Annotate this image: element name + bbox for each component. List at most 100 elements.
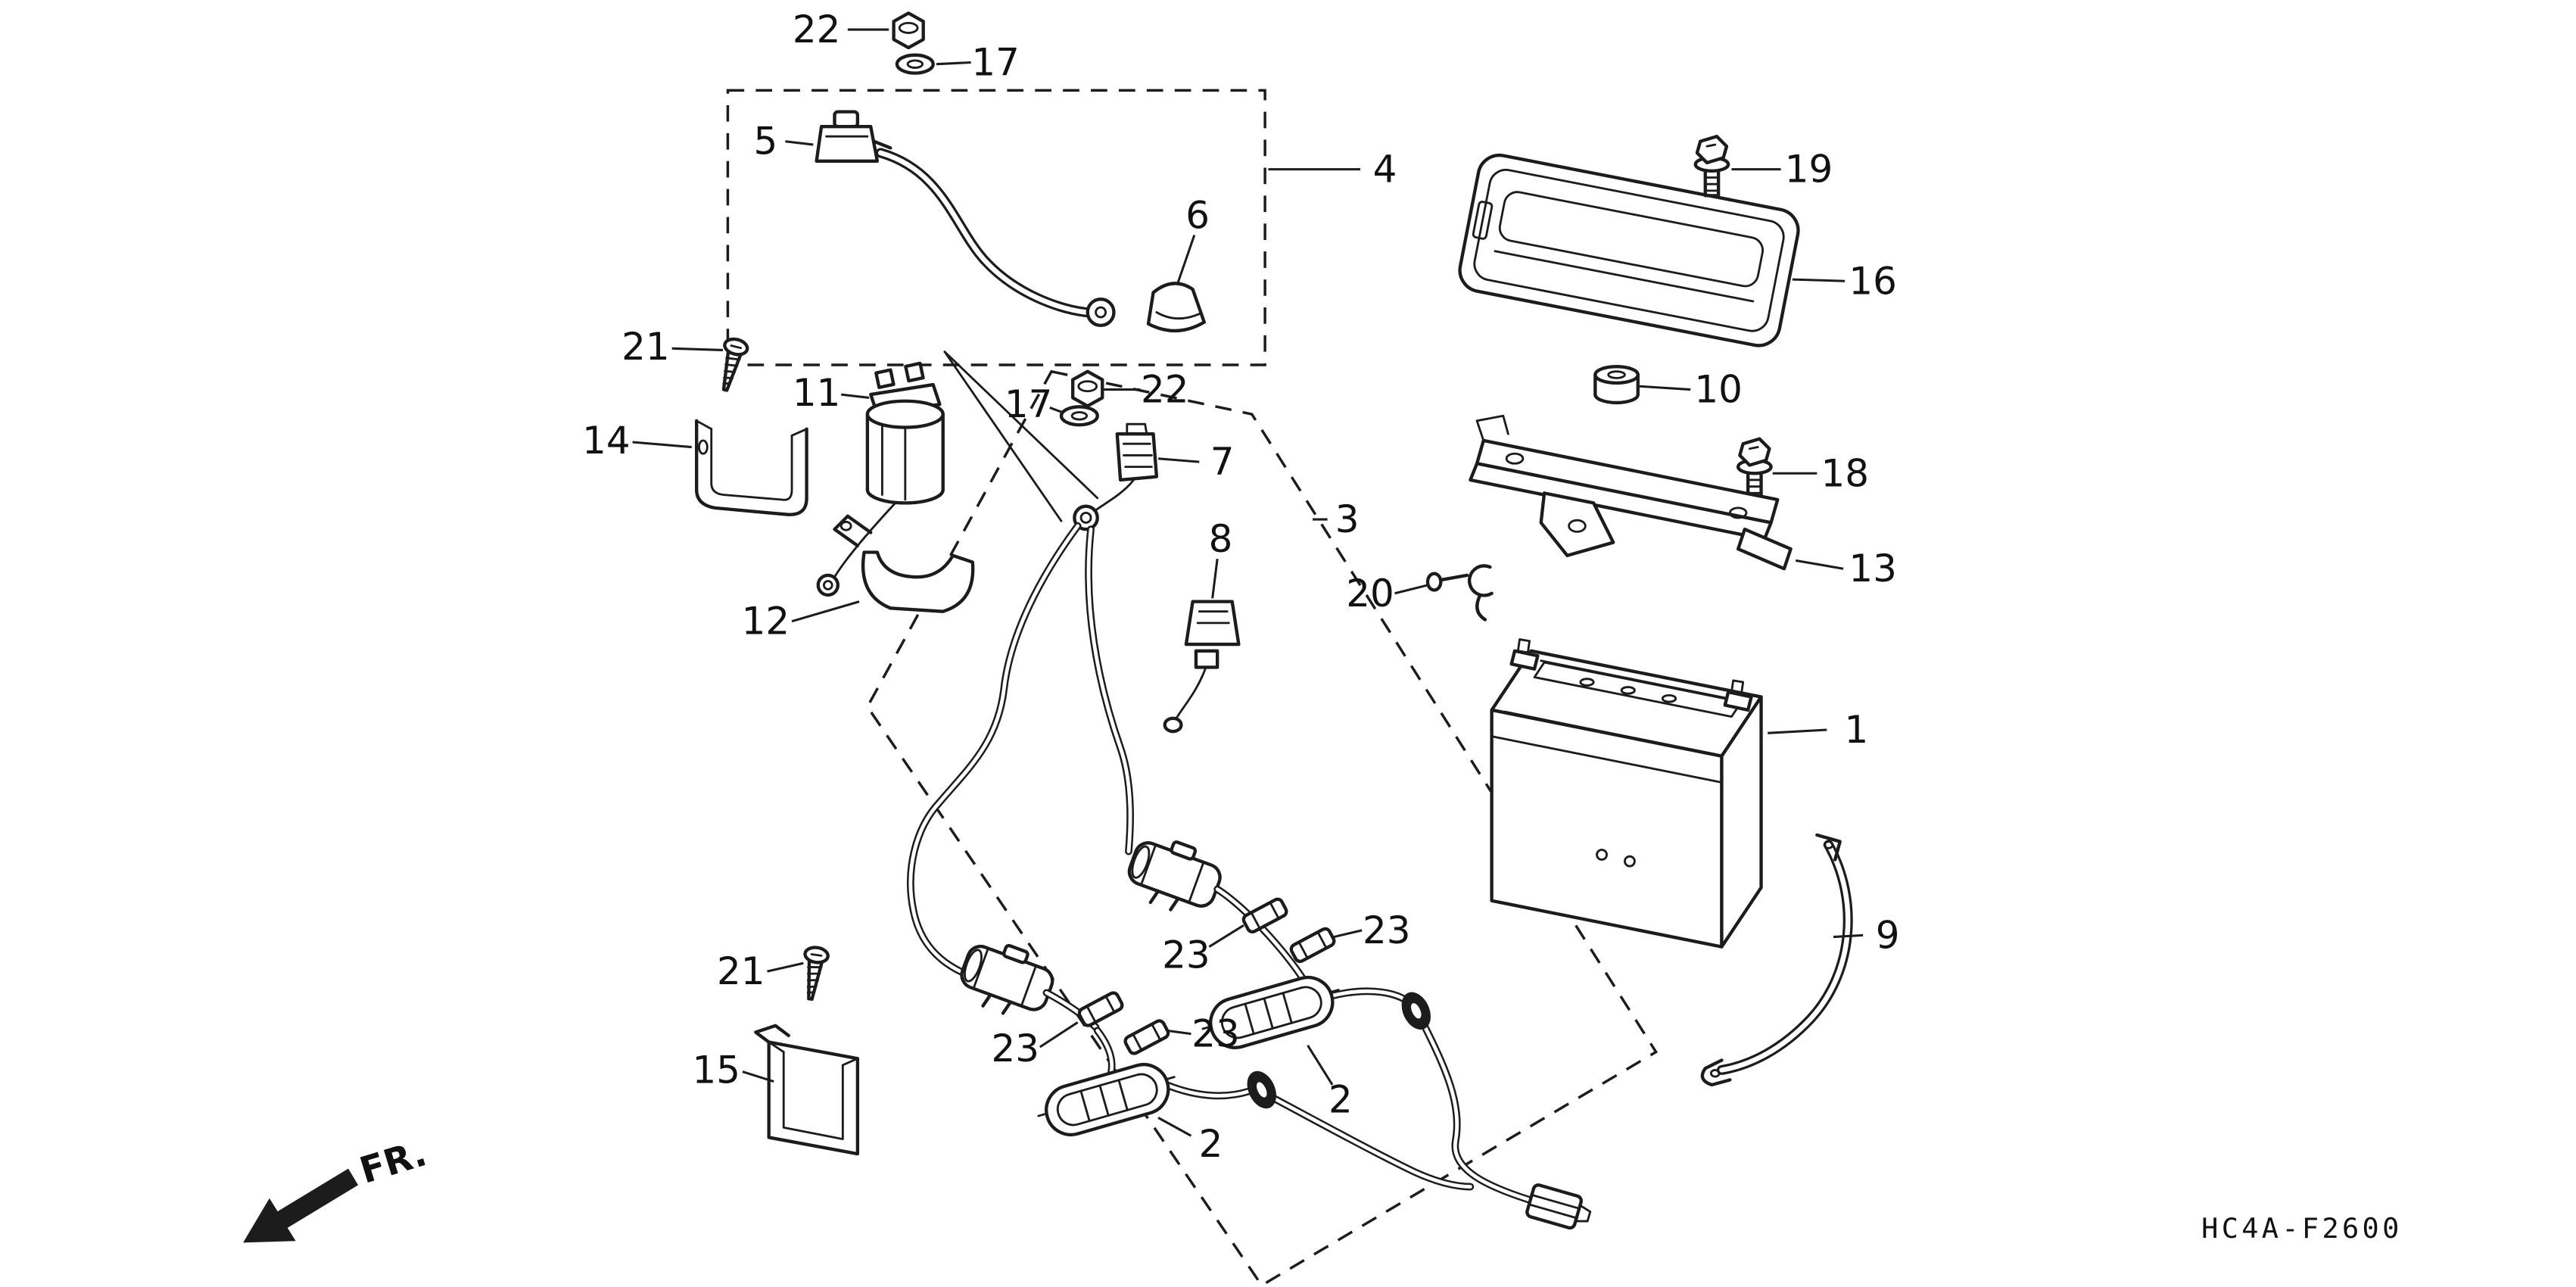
callout-leader-line [1157, 457, 1200, 463]
callout-part-13: 13 [1795, 547, 1897, 591]
callout-number: 21 [717, 949, 765, 993]
relay-lead-wire [833, 501, 897, 578]
callout-number: 22 [793, 8, 841, 51]
callout-part-17: 17 [1005, 382, 1064, 426]
battery-cover-16 [1458, 153, 1800, 347]
callout-leader-line [791, 600, 860, 623]
callout-part-23: 23 [991, 1021, 1079, 1070]
callout-part-15: 15 [692, 1048, 774, 1092]
callout-leader-line [1166, 1029, 1191, 1036]
callout-leader-line [785, 140, 814, 146]
battery-band-9 [1700, 833, 1853, 1087]
terminal-5 [815, 110, 892, 163]
projection-lines [943, 351, 1099, 522]
callout-part-10: 10 [1639, 368, 1743, 412]
callout-part-9: 9 [1833, 913, 1900, 957]
callout-leader-line [841, 393, 870, 399]
fuse-23-c [1078, 991, 1124, 1027]
grommet-10 [1593, 364, 1640, 405]
harness-grommet-right [1401, 992, 1431, 1030]
callout-leader-line [1795, 559, 1844, 570]
callout-number: 23 [1162, 933, 1210, 977]
battery-terminal-right [1723, 690, 1753, 712]
callout-number: 6 [1185, 193, 1210, 237]
callout-part-21: 21 [717, 949, 804, 993]
callout-leader-line [1639, 385, 1691, 391]
callout-number: 23 [1191, 1012, 1240, 1056]
callout-leader-line [632, 441, 692, 449]
callout-leader-line [1208, 924, 1244, 948]
callout-number: 20 [1346, 572, 1394, 615]
fuse-box-2-lower [1033, 1056, 1182, 1142]
callout-number: 21 [621, 325, 670, 369]
front-direction-indicator: FR. [243, 1133, 431, 1243]
fuse-23-d [1123, 1019, 1170, 1055]
callout-leader-line [1333, 929, 1363, 939]
bolt-19 [1696, 136, 1728, 195]
callout-number: 8 [1209, 517, 1233, 561]
callout-leader-line [1307, 1045, 1334, 1086]
callout-leader-line [1049, 407, 1064, 414]
callout-leader-line [1768, 728, 1827, 734]
fuse-23-b [1290, 927, 1336, 964]
bolt-18 [1738, 439, 1771, 498]
cable-ring-terminal [1086, 297, 1116, 328]
callout-part-21: 21 [621, 325, 723, 369]
callout-part-8: 8 [1209, 517, 1233, 599]
battery-tray-13 [1469, 414, 1793, 571]
callout-number: 4 [1373, 148, 1397, 192]
nut-22-top [894, 13, 924, 48]
callout-leader-line [1394, 584, 1428, 595]
callout-number: 5 [753, 120, 777, 164]
callout-leader-line [936, 61, 971, 66]
callout-leader-line [1833, 933, 1864, 939]
washer-17-top [897, 55, 933, 73]
callout-number: 23 [991, 1027, 1039, 1070]
relay-mount-12 [833, 514, 975, 613]
bracket-15 [754, 1024, 860, 1156]
harness-coupler-upper [1121, 830, 1227, 922]
diagram-code: HC4A-F2600 [2201, 1212, 2402, 1245]
callout-number: 2 [1199, 1122, 1223, 1166]
callout-part-7: 7 [1157, 440, 1235, 484]
starter-relay-11 [816, 361, 945, 597]
bracket-14 [695, 419, 808, 516]
harness-end-connector [1525, 1183, 1592, 1230]
callout-part-18: 18 [1772, 451, 1869, 495]
callout-number: 10 [1694, 368, 1743, 412]
callout-number: 9 [1876, 913, 1900, 957]
callout-number: 18 [1821, 451, 1869, 495]
wire-harness-3 [907, 422, 1592, 1230]
callout-number: 23 [1363, 908, 1411, 952]
callout-leader-line [742, 1070, 774, 1083]
callout-leader-line [1211, 558, 1219, 599]
ground-cable [875, 148, 1092, 318]
wire-band-20 [1425, 564, 1494, 622]
harness-coupler-lower [954, 933, 1060, 1026]
callout-part-23: 23 [1166, 1012, 1240, 1056]
callout-number: 12 [742, 600, 790, 644]
front-arrow-icon [243, 1168, 359, 1243]
callout-part-16: 16 [1792, 259, 1897, 303]
callout-leader-line [1176, 234, 1196, 283]
callout-part-11: 11 [793, 371, 870, 415]
callout-leader-line [671, 347, 723, 351]
callout-part-22: 22 [1104, 368, 1188, 412]
callout-number: 3 [1335, 497, 1360, 541]
callout-part-20: 20 [1346, 572, 1428, 615]
callout-number: 2 [1328, 1077, 1353, 1121]
cable-assembly-4-outline [726, 89, 1266, 366]
callout-leader-line [1792, 278, 1846, 282]
callout-number: 7 [1210, 440, 1235, 484]
fuse-case-8 [1163, 600, 1241, 734]
callout-part-3: 3 [1313, 497, 1360, 541]
callout-part-14: 14 [582, 419, 692, 463]
callout-part-6: 6 [1176, 193, 1210, 283]
ground-cable-core [878, 150, 1089, 315]
battery-terminal-left [1509, 649, 1540, 671]
connector-7 [1092, 422, 1159, 513]
battery-1 [1490, 638, 1763, 949]
battery-cable-assembly-4 [815, 110, 1206, 333]
